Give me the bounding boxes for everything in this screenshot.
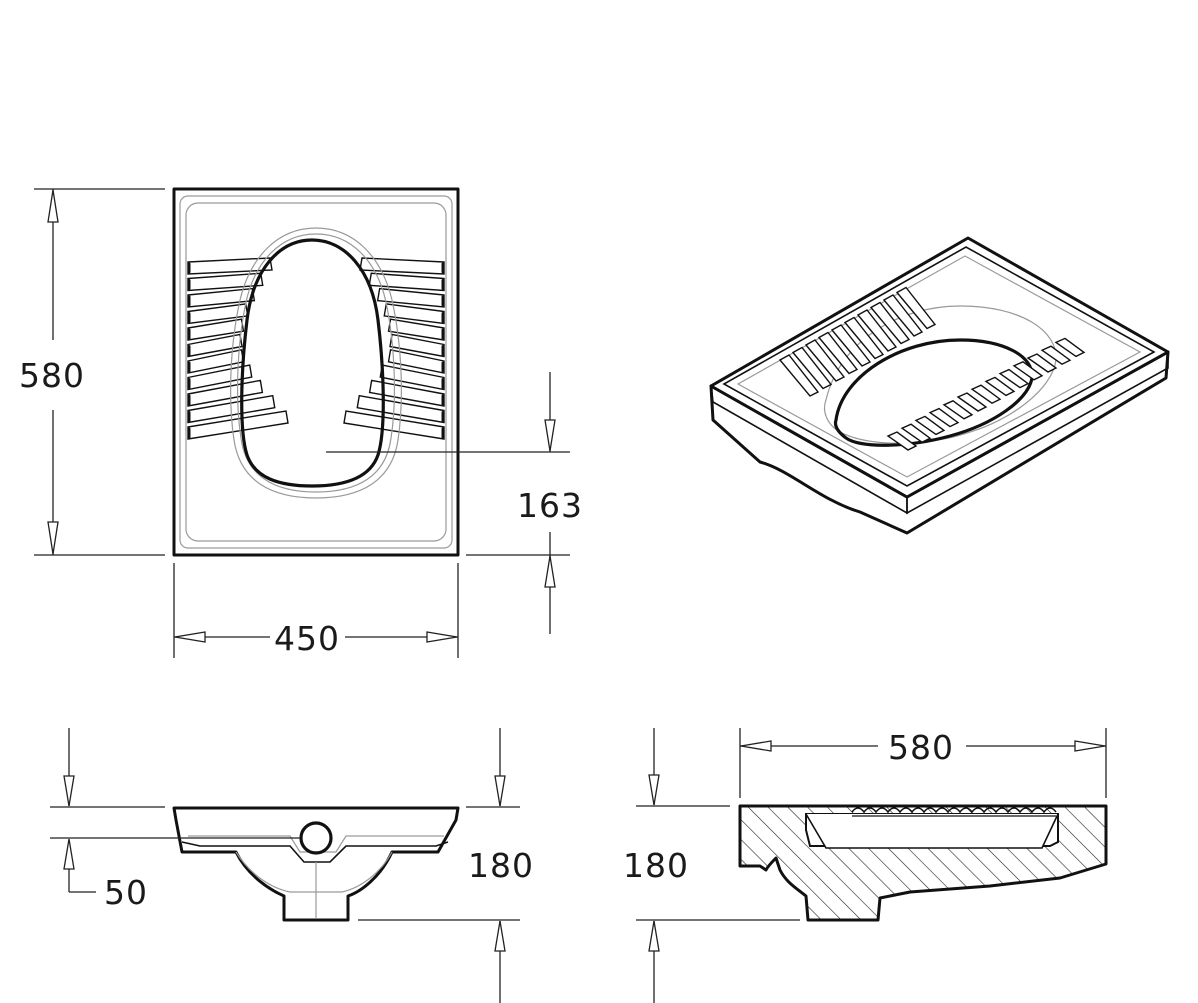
iso-foot-rib (900, 423, 932, 444)
iso-right-foot-ribs (886, 337, 1086, 451)
iso-foot-rib (1054, 337, 1086, 358)
dimension-label: 180 (468, 846, 534, 885)
iso-foot-rib (970, 384, 1002, 405)
iso-foot-rib (804, 339, 846, 382)
iso-foot-rib (791, 346, 833, 390)
side-rib-profile (851, 807, 1057, 814)
isometric-view (709, 236, 1170, 535)
iso-foot-rib (856, 309, 898, 352)
side-foot-ribs (851, 807, 1057, 817)
iso-foot-rib (1040, 345, 1072, 366)
dimension-label: 580 (19, 356, 85, 395)
iso-left-foot-ribs (778, 286, 937, 397)
iso-foot-rib (942, 399, 974, 420)
dimension-label: 450 (274, 619, 340, 658)
dimension-height-180-front: 180 (358, 728, 534, 1003)
dimension-label: 180 (623, 846, 689, 885)
iso-foot-rib (882, 294, 924, 337)
dimension-offset-163: 163 (466, 372, 583, 634)
side-section-view (738, 804, 1108, 922)
iso-drain-opening (833, 338, 1034, 447)
iso-foot-rib (869, 301, 911, 345)
iso-foot-rib (956, 392, 988, 412)
outlet-hole (299, 821, 333, 855)
dimension-length-580-side: 580 (739, 728, 1107, 798)
iso-foot-rib (928, 407, 960, 428)
iso-foot-rib (778, 354, 820, 397)
iso-foot-rib (914, 415, 946, 436)
left-foot-ribs (187, 257, 289, 440)
iso-foot-rib (895, 286, 937, 330)
dimension-label: 580 (888, 728, 954, 767)
iso-foot-rib (886, 431, 918, 451)
dimension-width-450: 450 (173, 563, 459, 658)
iso-foot-rib (830, 324, 872, 367)
dimension-height-180-side: 180 (623, 728, 800, 1003)
iso-foot-rib (984, 376, 1016, 397)
iso-foot-rib (817, 331, 859, 375)
dimension-outlet-50: 50 (50, 728, 300, 912)
right-foot-ribs (343, 257, 445, 440)
top-view (172, 187, 570, 557)
iso-foot-rib (1012, 360, 1044, 381)
dimension-length-580: 580 (19, 188, 165, 556)
iso-foot-rib (843, 316, 885, 360)
drain-opening (240, 238, 385, 488)
dimension-label: 163 (517, 486, 583, 525)
iso-foot-rib (1026, 353, 1058, 373)
iso-foot-rib (998, 368, 1030, 389)
front-view (172, 806, 460, 922)
dimension-label: 50 (104, 873, 148, 912)
